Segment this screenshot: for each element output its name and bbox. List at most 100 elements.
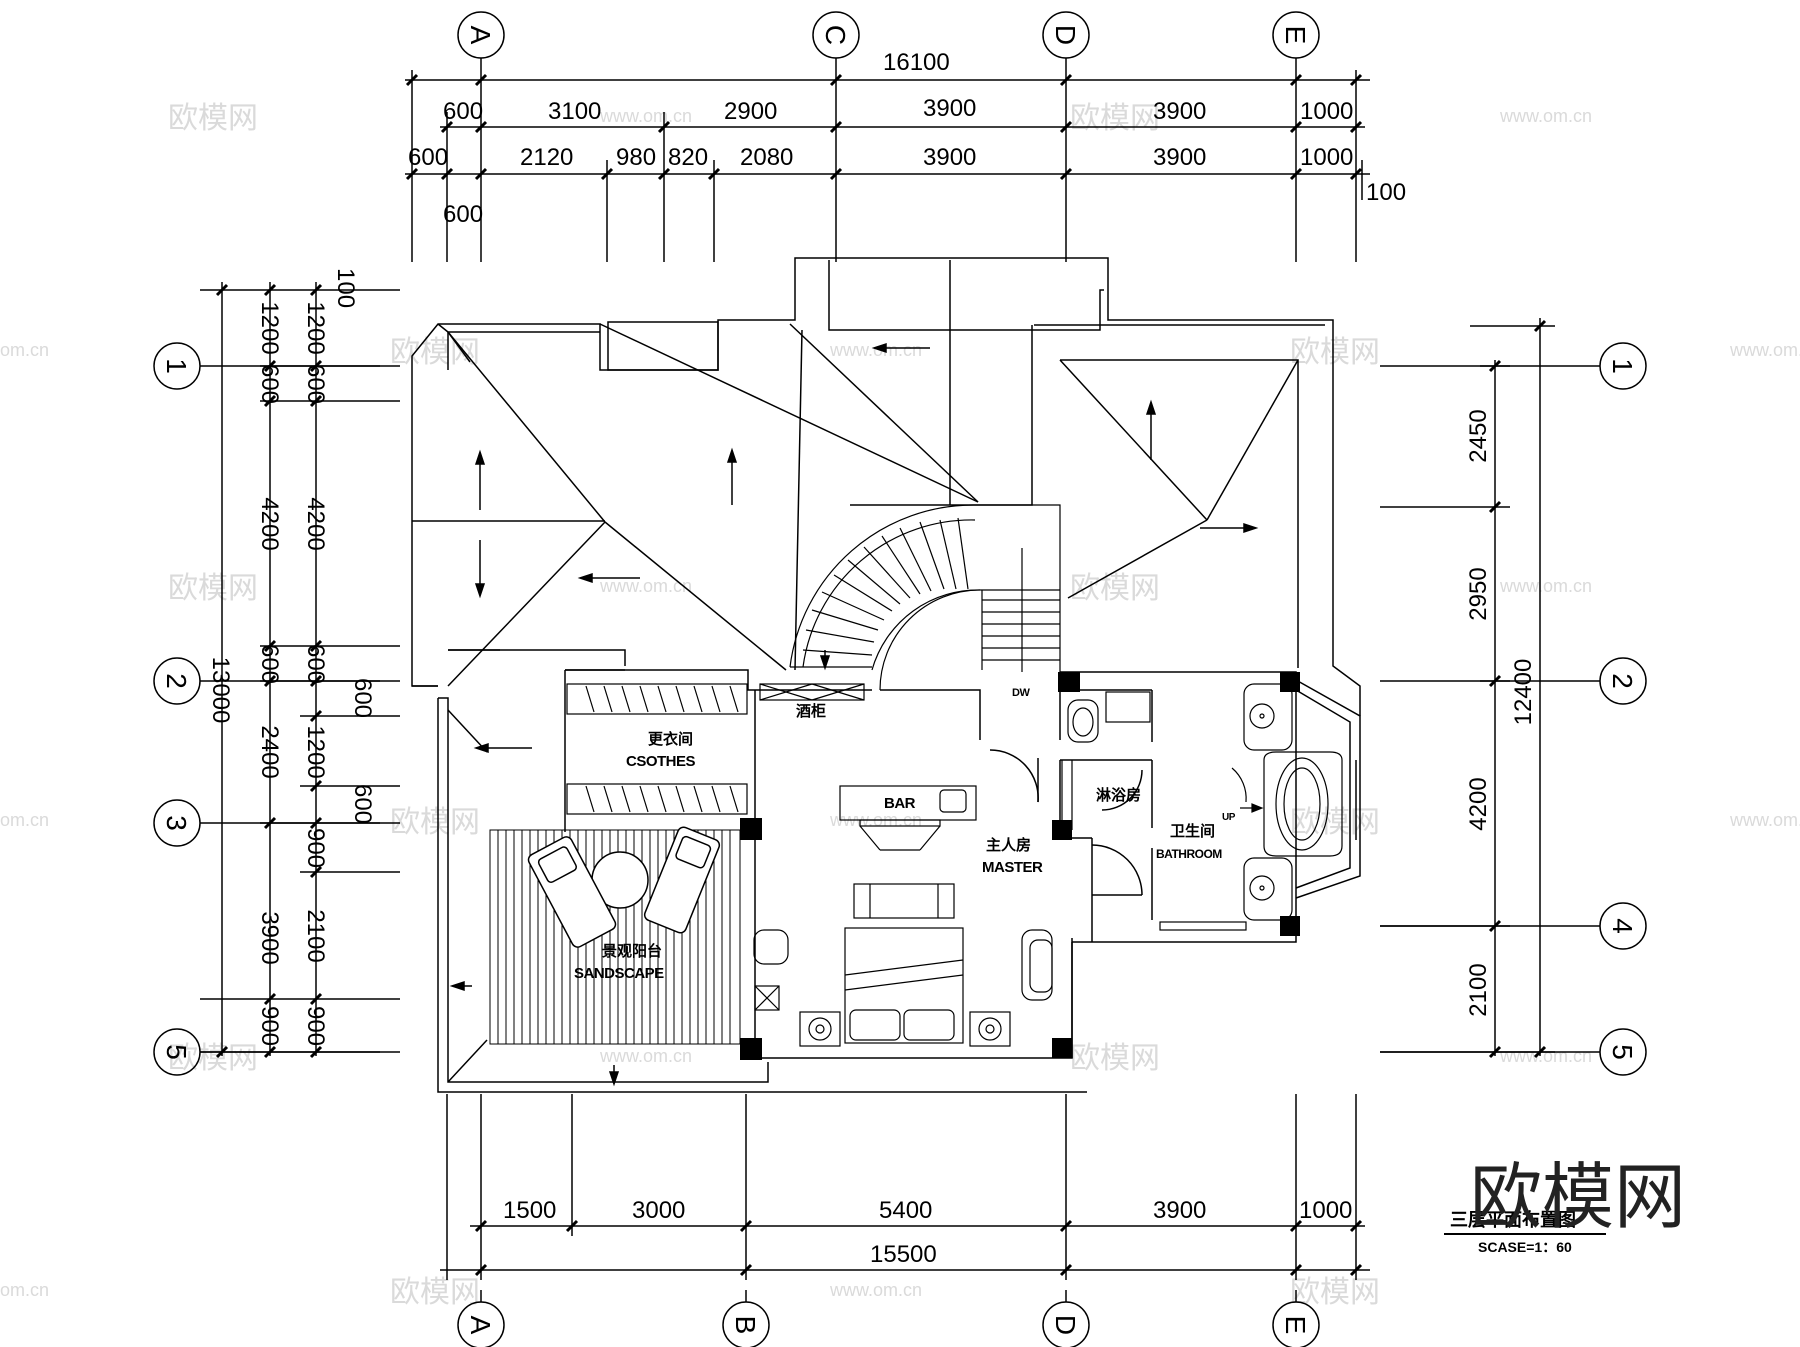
top-dimension-text: 16100 600 3100 2900 3900 3900 1000 600 2… [408, 49, 1406, 228]
dim-right: 2100 [1465, 963, 1492, 1016]
dim-bottom-total: 15500 [870, 1241, 937, 1268]
watermark-url: www.om.cn [599, 106, 692, 126]
interior-walls [564, 669, 1361, 1059]
watermark-text: 欧模网 [1070, 1042, 1160, 1075]
dim-right: 4200 [1465, 777, 1492, 830]
dim-left-mid: 900 [256, 1006, 283, 1046]
dim-left-mid: 2400 [256, 725, 283, 778]
dim-top-row1: 3900 [923, 95, 976, 122]
brand-watermark: 欧模网 [1470, 1158, 1686, 1238]
drawing-scale-text: SCASE=1：60 [1478, 1239, 1572, 1255]
dim-right: 2450 [1465, 409, 1492, 462]
drawing-title-text: 三层平面布置图 [1450, 1209, 1576, 1230]
columns [740, 672, 1300, 1060]
axis-label-top: A [465, 26, 496, 45]
dim-left-inner: 600 [349, 784, 376, 824]
watermark-url: om.cn [0, 810, 49, 830]
axis-label-bottom: B [730, 1316, 761, 1335]
dim-top-total: 16100 [883, 49, 950, 76]
watermark-text: 欧模网 [390, 806, 480, 839]
watermark-url: www.om.cn [1499, 1046, 1592, 1066]
dim-top-extra: 600 [443, 201, 483, 228]
watermark-text: 欧模网 [1070, 102, 1160, 135]
dim-left-inner: 1200 [302, 725, 329, 778]
watermark-layer: 欧模网 欧模网 欧模网 欧模网 欧模网 欧模网 欧模网 欧模网 欧模网 欧模网 … [0, 102, 1800, 1309]
watermark-text: 欧模网 [168, 1042, 258, 1075]
room-label-closet-en: CSOTHES [626, 753, 696, 770]
dim-top-row2: 2080 [740, 144, 793, 171]
right-dimension-ticks [1488, 319, 1547, 1059]
dim-left-mid: 4200 [256, 497, 283, 550]
room-label-dw: DW [1012, 687, 1030, 699]
drawing-title: 三层平面布置图 SCASE=1：60 欧模网 [1444, 1158, 1686, 1255]
room-label-shower: 淋浴房 [1096, 786, 1141, 804]
dim-top-row1: 1000 [1300, 98, 1353, 125]
dim-left-inner: 900 [302, 1006, 329, 1046]
watermark-url: om.cn [0, 340, 49, 360]
room-label-bathroom: 卫生间 [1170, 822, 1215, 840]
watermark-url: www.om.cn [1729, 810, 1800, 830]
watermark-text: 欧模网 [1290, 336, 1380, 369]
dim-top-row2: 980 [616, 144, 656, 171]
axis-label-bottom: D [1050, 1315, 1081, 1335]
dim-left: 100 [332, 268, 359, 308]
axis-label-right: 4 [1607, 918, 1638, 934]
axis-label-bottom: A [465, 1316, 496, 1335]
axis-label-right: 2 [1607, 673, 1638, 689]
right-dimension-text: 2450 2950 4200 2100 12400 [1465, 409, 1537, 1016]
room-label-balcony-en: SANDSCAPE [574, 965, 664, 982]
dim-bottom: 3900 [1153, 1197, 1206, 1224]
axis-label-bottom: E [1280, 1316, 1311, 1335]
watermark-text: 欧模网 [390, 1276, 480, 1309]
dim-left-total: 13000 [207, 657, 234, 724]
watermark-text: 欧模网 [1290, 806, 1380, 839]
axis-label-top: E [1280, 26, 1311, 45]
axis-label-left: 5 [161, 1044, 192, 1060]
dim-top-extra: 100 [1366, 179, 1406, 206]
room-label-wine-cabinet: 酒柜 [796, 702, 826, 720]
dim-top-row1: 2900 [724, 98, 777, 125]
dim-top-row1: 3900 [1153, 98, 1206, 125]
dim-left-mid: 3900 [256, 911, 283, 964]
dim-top-row2: 600 [408, 144, 448, 171]
watermark-url: www.om.cn [1499, 576, 1592, 596]
dim-bottom: 1000 [1299, 1197, 1352, 1224]
master-furniture [753, 883, 1053, 1047]
dim-top-row2: 2120 [520, 144, 573, 171]
room-label-master: 主人房 [986, 836, 1031, 854]
bottom-dimensions [440, 1094, 1370, 1280]
watermark-text: 欧模网 [168, 102, 258, 135]
axis-label-top: C [820, 25, 851, 45]
dim-left-inner: 1200 [302, 301, 329, 354]
axis-labels: A C D E A B D E 1 2 3 5 1 2 4 5 [161, 25, 1638, 1335]
watermark-url: www.om.cn [599, 576, 692, 596]
dim-left-inner: 600 [302, 644, 329, 684]
dim-left-mid: 600 [256, 364, 283, 404]
dim-left-inner: 900 [302, 828, 329, 868]
dim-left-inner: 600 [349, 678, 376, 718]
dim-top-row1: 600 [443, 98, 483, 125]
dim-right: 2950 [1465, 567, 1492, 620]
dim-right-total: 12400 [1510, 659, 1537, 726]
axis-label-left: 1 [161, 358, 192, 374]
dim-top-row2: 3900 [923, 144, 976, 171]
left-dimensions [200, 282, 400, 1056]
left-dimension-text: 100 13000 1200 600 4200 600 2400 3900 90… [207, 268, 376, 1046]
bar-counter [839, 785, 977, 851]
dim-top-row2: 820 [668, 144, 708, 171]
lounge-chairs [527, 826, 721, 948]
dim-bottom: 3000 [632, 1197, 685, 1224]
room-label-bar: BAR [884, 795, 916, 812]
watermark-url: www.om.cn [1499, 106, 1592, 126]
dim-left-inner: 4200 [302, 497, 329, 550]
wine-cabinet [759, 683, 865, 701]
dim-bottom: 1500 [503, 1197, 556, 1224]
axis-label-top: D [1050, 25, 1081, 45]
watermark-text: 欧模网 [390, 336, 480, 369]
room-label-bathroom-en: BATHROOM [1156, 847, 1222, 861]
top-dimension-ticks [405, 73, 1363, 181]
dim-left-inner: 600 [302, 364, 329, 404]
dim-left-mid: 600 [256, 644, 283, 684]
closet [566, 683, 748, 815]
